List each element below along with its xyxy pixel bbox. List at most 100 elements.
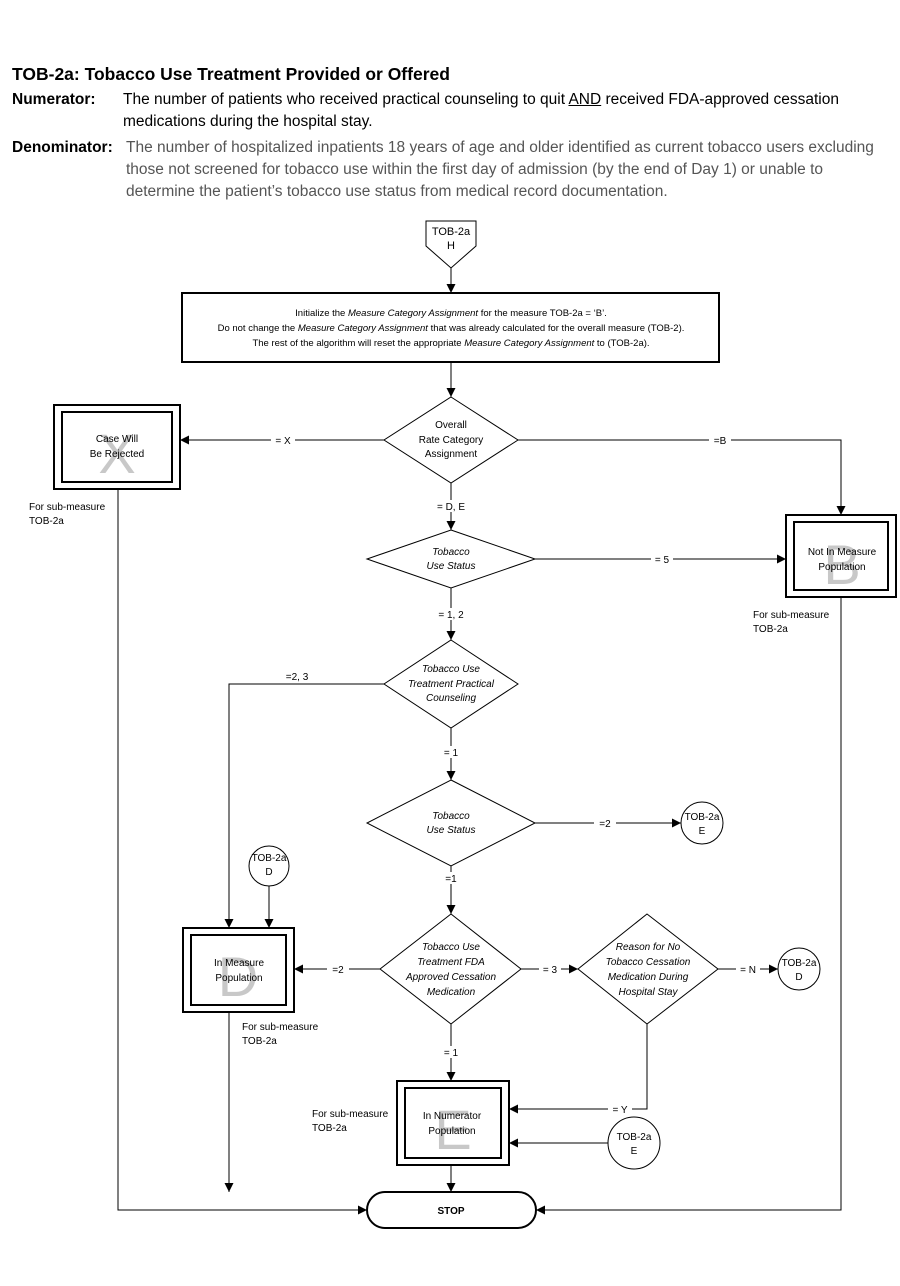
stop-label: STOP (437, 1206, 464, 1217)
decision-fda-medication: Tobacco Use Treatment FDA Approved Cessa… (379, 913, 522, 1025)
label-overall-b: =B (714, 436, 727, 447)
connector-e-1-line1: TOB-2a (685, 812, 720, 823)
label-status1-12: = 1, 2 (438, 610, 464, 621)
denominator-text: The number of hospitalized inpatients 18… (126, 139, 874, 200)
box-d-line1: In Measure (214, 958, 264, 969)
box-x-line2: Be Rejected (90, 449, 144, 460)
connector-d-2: TOB-2a D (777, 947, 821, 991)
numerator-text-end: received FDA-approved cessation medicati… (123, 91, 839, 130)
decision-status1-line2: Use Status (427, 561, 476, 572)
label-counsel-23: =2, 3 (286, 672, 309, 683)
entry-connector-line1: TOB-2a (432, 226, 471, 238)
label-status2-2: =2 (599, 819, 611, 830)
connector-d-1-circle (248, 845, 290, 887)
decision-reason-line3: Medication During (608, 972, 689, 983)
decision-reason-line2: Tobacco Cessation (606, 957, 691, 968)
decision-reason-line1: Reason for No (616, 942, 681, 953)
decision-overall-line2: Rate Category (419, 435, 483, 446)
denominator-label: Denominator: (12, 139, 113, 156)
decision-status1: Tobacco Use Status (365, 529, 537, 589)
entry-connector-shape (425, 220, 477, 269)
box-d-line2: Population (215, 973, 262, 984)
box-not-in-measure: B Not In Measure Population For sub-meas… (753, 514, 897, 635)
label-fda-2: =2 (332, 965, 344, 976)
decision-fda-line4: Medication (427, 987, 476, 998)
stop-shape (366, 1191, 537, 1229)
connector-d-1: TOB-2a D (248, 845, 290, 887)
decision-counseling-line1: Tobacco Use (422, 664, 480, 675)
denominator-row: Denominator: The number of hospitalized … (12, 137, 882, 203)
box-e-outer (396, 1080, 510, 1166)
box-d-note1: For sub-measure (242, 1022, 319, 1033)
init-process-box: Initialize the Measure Category Assignme… (181, 292, 720, 363)
box-x-note2: TOB-2a (29, 516, 64, 527)
connector-e-2: TOB-2a E (607, 1116, 661, 1170)
box-in-measure: D In Measure Population For sub-measure … (182, 927, 319, 1047)
arrow-reason-to-e (509, 1024, 648, 1114)
label-status1-5: = 5 (655, 555, 670, 566)
numerator-and: AND (568, 91, 602, 108)
decision-overall: Overall Rate Category Assignment (383, 396, 519, 484)
connector-e-1-circle (680, 801, 724, 845)
box-d-inner (190, 934, 287, 1006)
arrow-counsel-to-d (224, 683, 384, 928)
decision-overall-line1: Overall (435, 420, 467, 431)
box-b-note2: TOB-2a (753, 624, 788, 635)
box-b-letter: B (823, 533, 860, 596)
connector-e-2-line2: E (631, 1146, 638, 1157)
entry-connector: TOB-2a H (425, 220, 477, 269)
label-overall-de: = D, E (437, 502, 465, 513)
connector-d-1-line1: TOB-2a (252, 853, 287, 864)
box-x-inner (61, 411, 173, 483)
decision-status1-line1: Tobacco (432, 547, 470, 558)
decision-reason-shape (577, 913, 719, 1025)
init-box-frame (181, 292, 720, 363)
arrow-overall-to-b (518, 439, 846, 515)
box-x-note1: For sub-measure (29, 502, 106, 513)
connector-lines (117, 268, 846, 1215)
decision-fda-shape (379, 913, 522, 1025)
connector-d-2-circle (777, 947, 821, 991)
decision-status2-shape (365, 779, 537, 867)
decision-status2: Tobacco Use Status (365, 779, 537, 867)
box-e-letter: E (434, 1098, 471, 1161)
label-reason-n: = N (740, 965, 756, 976)
decision-status1-shape (365, 529, 537, 589)
box-e-line2: Population (428, 1126, 475, 1137)
connector-d-1-line2: D (265, 867, 272, 878)
label-overall-x: = X (275, 436, 291, 447)
box-x-letter: X (98, 422, 135, 485)
decision-status2-line2: Use Status (427, 825, 476, 836)
label-reason-y: = Y (612, 1105, 627, 1116)
box-x-outer (53, 404, 181, 490)
arrow-b-to-stop (536, 597, 842, 1215)
connector-d-2-line2: D (795, 972, 802, 983)
box-b-line1: Not In Measure (808, 547, 877, 558)
box-in-numerator: E In Numerator Population For sub-measur… (312, 1080, 510, 1166)
edge-labels: = X =B = D, E = 5 = 1, 2 =2, 3 = 1 =2 =1… (271, 434, 760, 1116)
box-e-inner (404, 1087, 502, 1159)
connector-d-2-line1: TOB-2a (782, 958, 817, 969)
label-fda-1: = 1 (444, 1048, 459, 1059)
decision-fda-line1: Tobacco Use (422, 942, 480, 953)
box-case-rejected: X Case Will Be Rejected For sub-measure … (29, 404, 181, 527)
decision-fda-line3: Approved Cessation (405, 972, 496, 983)
page-title: TOB-2a: Tobacco Use Treatment Provided o… (12, 64, 450, 84)
init-line2: Do not change the Measure Category Assig… (218, 323, 685, 334)
box-e-line1: In Numerator (423, 1111, 482, 1122)
connector-e-2-line1: TOB-2a (617, 1132, 652, 1143)
box-e-note2: TOB-2a (312, 1123, 347, 1134)
decision-counseling-line2: Treatment Practical (408, 679, 495, 690)
decision-counseling-line3: Counseling (426, 693, 476, 704)
decision-counseling-shape (383, 639, 519, 729)
entry-connector-line2: H (447, 240, 455, 252)
decision-overall-line3: Assignment (425, 449, 477, 460)
decision-overall-shape (383, 396, 519, 484)
numerator-text: The number of patients who received prac… (123, 89, 882, 133)
label-status2-1: =1 (445, 874, 457, 885)
numerator-row: Numerator: The number of patients who re… (12, 89, 882, 133)
box-x-line1: Case Will (96, 434, 138, 445)
decision-reason-line4: Hospital Stay (619, 987, 679, 998)
box-b-note1: For sub-measure (753, 610, 830, 621)
